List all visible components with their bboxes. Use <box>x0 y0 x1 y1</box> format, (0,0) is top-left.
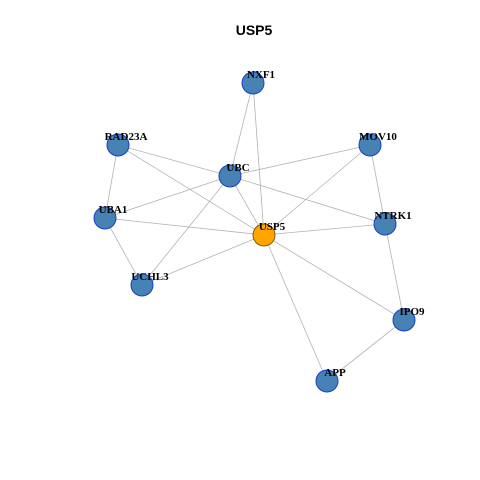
node-circle-ubc[interactable] <box>218 164 242 188</box>
node-circle-mov10[interactable] <box>358 133 382 157</box>
node-nxf1[interactable]: NXF1 <box>241 69 275 95</box>
node-app[interactable]: APP <box>315 367 346 393</box>
edge-uba1-usp5 <box>104 217 265 236</box>
node-circle-nxf1[interactable] <box>241 71 265 95</box>
node-ipo9[interactable]: IPO9 <box>392 306 425 332</box>
edge-ntrk1-ipo9 <box>384 223 405 321</box>
edge-ubc-uba1 <box>104 175 231 219</box>
node-mov10[interactable]: MOV10 <box>358 131 397 157</box>
edge-ubc-ntrk1 <box>229 175 386 225</box>
node-label-nxf1: NXF1 <box>247 69 275 81</box>
edge-rad23a-usp5 <box>117 144 265 236</box>
node-ntrk1[interactable]: NTRK1 <box>373 210 412 236</box>
diagram-title: USP5 <box>236 22 273 38</box>
node-circle-ipo9[interactable] <box>392 308 416 332</box>
node-rad23a[interactable]: RAD23A <box>105 131 148 157</box>
node-label-rad23a: RAD23A <box>105 131 148 143</box>
edge-usp5-ntrk1 <box>263 223 386 236</box>
edge-usp5-app <box>263 234 328 382</box>
edges-layer <box>104 82 405 382</box>
edge-usp5-ipo9 <box>263 234 405 321</box>
node-circle-uchl3[interactable] <box>130 273 154 297</box>
edge-mov10-ntrk1 <box>369 144 386 225</box>
edge-ubc-uchl3 <box>141 175 231 286</box>
node-label-ipo9: IPO9 <box>399 306 425 318</box>
edge-usp5-uchl3 <box>141 234 265 286</box>
node-circle-usp5[interactable] <box>252 223 276 247</box>
node-circle-rad23a[interactable] <box>106 133 130 157</box>
edge-ipo9-app <box>326 319 405 382</box>
edge-nxf1-ubc <box>229 82 254 177</box>
node-label-mov10: MOV10 <box>359 131 397 143</box>
node-label-ubc: UBC <box>226 162 249 174</box>
node-uba1[interactable]: UBA1 <box>93 204 128 230</box>
edge-nxf1-usp5 <box>252 82 265 236</box>
node-circle-ntrk1[interactable] <box>373 212 397 236</box>
node-label-uba1: UBA1 <box>99 204 128 216</box>
edge-mov10-ubc <box>229 144 371 177</box>
node-circle-uba1[interactable] <box>93 206 117 230</box>
node-label-ntrk1: NTRK1 <box>374 210 411 222</box>
node-label-usp5: USP5 <box>259 221 286 233</box>
node-circle-app[interactable] <box>315 369 339 393</box>
edge-rad23a-ubc <box>117 144 231 177</box>
edge-rad23a-uba1 <box>104 144 119 219</box>
node-label-app: APP <box>324 367 346 379</box>
node-uchl3[interactable]: UCHL3 <box>130 271 169 297</box>
node-ubc[interactable]: UBC <box>218 162 250 188</box>
edge-uba1-uchl3 <box>104 217 143 286</box>
node-label-uchl3: UCHL3 <box>131 271 169 283</box>
edge-mov10-usp5 <box>263 144 371 236</box>
node-usp5[interactable]: USP5 <box>252 221 286 247</box>
